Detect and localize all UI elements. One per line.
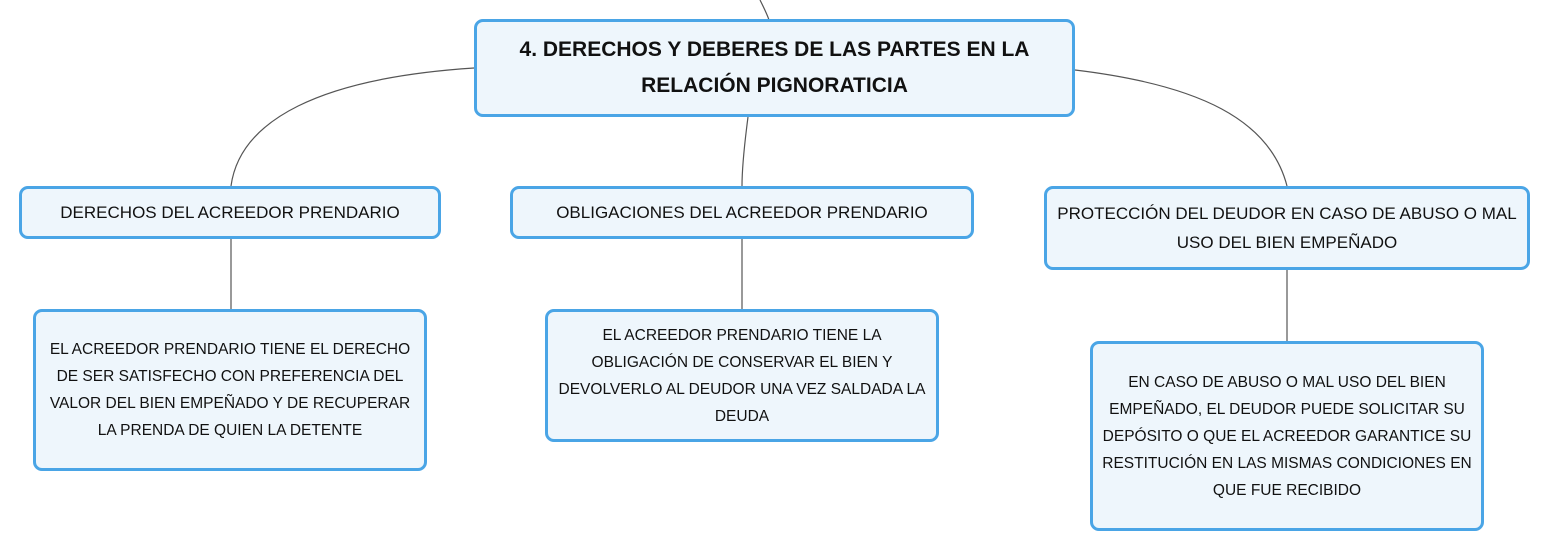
connector-to-parent (759, 0, 770, 21)
subtopic-proteccion-detalle[interactable]: EN CASO DE ABUSO O MAL USO DEL BIEN EMPE… (1090, 341, 1484, 531)
subtopic-derechos-detalle[interactable]: EL ACREEDOR PRENDARIO TIENE EL DERECHO D… (33, 309, 427, 471)
root-topic-label: 4. DERECHOS Y DEBERES DE LAS PARTES EN L… (519, 38, 1030, 97)
subtopic-label: EL ACREEDOR PRENDARIO TIENE EL DERECHO D… (49, 341, 411, 439)
connector-root-branch-3 (1074, 69, 1288, 187)
root-topic[interactable]: 4. DERECHOS Y DEBERES DE LAS PARTES EN L… (474, 19, 1075, 117)
topic-label: PROTECCIÓN DEL DEUDOR EN CASO DE ABUSO O… (1057, 204, 1517, 252)
subtopic-label: EN CASO DE ABUSO O MAL USO DEL BIEN EMPE… (1102, 373, 1472, 499)
subtopic-obligaciones-detalle[interactable]: EL ACREEDOR PRENDARIO TIENE LA OBLIGACIÓ… (545, 309, 939, 442)
topic-derechos-acreedor[interactable]: DERECHOS DEL ACREEDOR PRENDARIO (19, 186, 441, 239)
topic-label: DERECHOS DEL ACREEDOR PRENDARIO (60, 203, 400, 222)
topic-obligaciones-acreedor[interactable]: OBLIGACIONES DEL ACREEDOR PRENDARIO (510, 186, 974, 239)
topic-proteccion-deudor[interactable]: PROTECCIÓN DEL DEUDOR EN CASO DE ABUSO O… (1044, 186, 1530, 270)
subtopic-label: EL ACREEDOR PRENDARIO TIENE LA OBLIGACIÓ… (558, 326, 926, 425)
topic-label: OBLIGACIONES DEL ACREEDOR PRENDARIO (556, 203, 928, 222)
connector-root-branch-2 (741, 116, 749, 187)
connector-root-branch-1 (230, 67, 475, 187)
